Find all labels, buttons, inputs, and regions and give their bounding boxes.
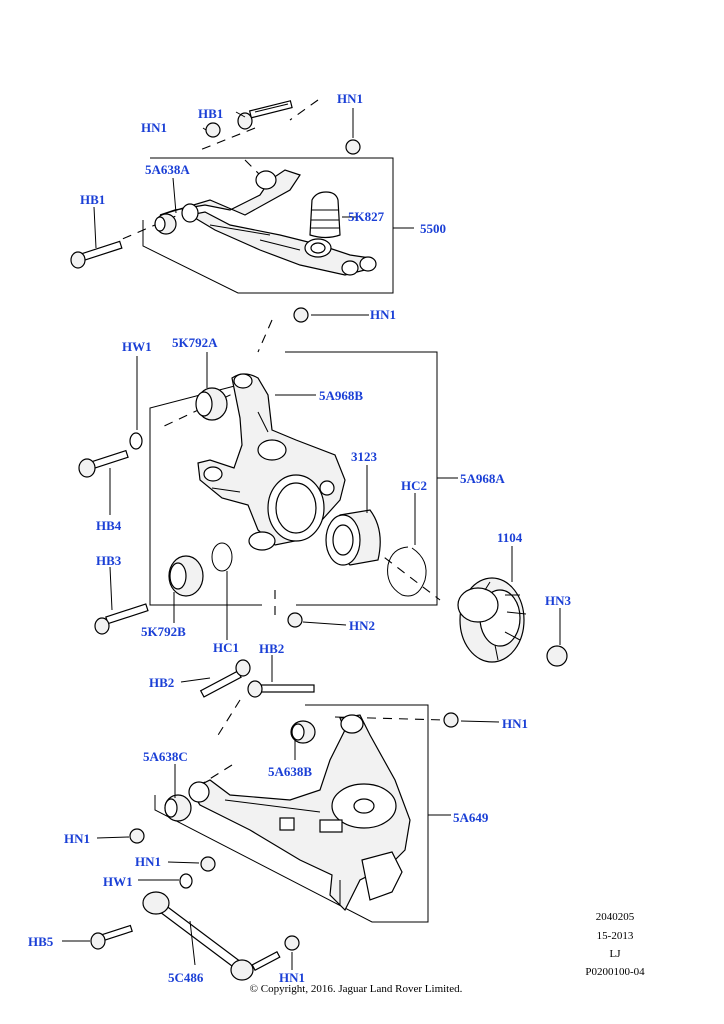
- label-hb1-a: HB1: [198, 106, 223, 121]
- label-5k827: 5K827: [348, 209, 385, 224]
- label-hn1-g: HN1: [279, 970, 305, 985]
- label-3123: 3123: [351, 449, 378, 464]
- label-hb4: HB4: [96, 518, 122, 533]
- label-5500: 5500: [420, 221, 446, 236]
- label-hb3: HB3: [96, 553, 122, 568]
- bolt-hb5: [90, 924, 133, 950]
- nut-hn1-lower-left: [129, 828, 145, 844]
- nut-hn1-top-right: [345, 139, 361, 155]
- bearing-3123: [325, 509, 381, 566]
- circlip-hc1: [211, 542, 233, 572]
- label-hn3: HN3: [545, 593, 572, 608]
- label-hn1-f: HN1: [135, 854, 161, 869]
- nut-hn1-lower-right: [443, 712, 459, 728]
- nut-hn1-knuckle: [293, 307, 309, 323]
- knuckle-5a968b: [197, 373, 346, 551]
- label-5a968b: 5A968B: [319, 388, 363, 403]
- reference-block: 2040205 15-2013 LJ P0200100-04: [585, 911, 645, 978]
- label-5a649: 5A649: [453, 810, 489, 825]
- bushing-5k792a: [195, 387, 228, 421]
- label-5c486: 5C486: [168, 970, 204, 985]
- label-hn1-e: HN1: [64, 831, 90, 846]
- label-5a968a: 5A968A: [460, 471, 505, 486]
- bushing-5k792b: [168, 555, 204, 597]
- bolt-hb1-top: [237, 100, 293, 130]
- ref-line-2: 15-2013: [597, 930, 634, 942]
- copyright-notice: © Copyright, 2016. Jaguar Land Rover Lim…: [250, 983, 463, 995]
- bushing-5a638c: [164, 794, 192, 822]
- bolt-hb4: [78, 449, 129, 478]
- ref-line-1: 2040205: [596, 911, 635, 923]
- ref-line-4: P0200100-04: [585, 966, 645, 978]
- ref-line-3: LJ: [610, 948, 622, 960]
- circlip-hc2: [387, 546, 427, 597]
- lower-control-arm-5a649: [188, 714, 411, 912]
- bolt-hb2-right: [247, 680, 315, 698]
- knuckle-group: [78, 307, 568, 667]
- nut-hn3: [546, 645, 568, 667]
- washer-hw1-top: [129, 432, 143, 450]
- label-hw1-b: HW1: [103, 874, 133, 889]
- label-hn1-a: HN1: [141, 120, 167, 135]
- label-hn2: HN2: [349, 618, 375, 633]
- label-hb2-a: HB2: [149, 675, 174, 690]
- label-hc2: HC2: [401, 478, 427, 493]
- label-1104: 1104: [497, 530, 523, 545]
- tie-rod-5c486: [142, 891, 281, 981]
- label-5a638c: 5A638C: [143, 749, 188, 764]
- callout-labels: HN1 HB1 HN1 5A638A HB1 5K827 5500 HN1 HW…: [28, 91, 572, 985]
- label-5k792b: 5K792B: [141, 624, 186, 639]
- bushing-5a638a: [154, 213, 177, 235]
- lower-arm-group: [62, 655, 500, 981]
- bushing-5a638b: [290, 720, 316, 744]
- label-hn1-c: HN1: [370, 307, 396, 322]
- bolt-hb1-left: [70, 240, 123, 269]
- bolt-hb2-left: [199, 659, 251, 698]
- label-hc1: HC1: [213, 640, 239, 655]
- nut-hn1-tierod-bottom: [284, 935, 300, 951]
- label-5a638a: 5A638A: [145, 162, 190, 177]
- hub-1104: [457, 577, 527, 663]
- washer-hw1-bottom: [179, 873, 193, 889]
- label-hb2-b: HB2: [259, 641, 284, 656]
- upper-arm-group: [70, 99, 414, 294]
- label-hn1-b: HN1: [337, 91, 363, 106]
- nut-hn1-top-left: [205, 122, 221, 138]
- label-hw1-a: HW1: [122, 339, 152, 354]
- nut-hn1-tierod-top: [200, 856, 216, 872]
- label-hb5: HB5: [28, 934, 54, 949]
- bolt-hb3: [94, 603, 149, 635]
- bump-stop-5k827: [309, 191, 341, 239]
- upper-control-arm: [159, 169, 377, 276]
- label-hn1-d: HN1: [502, 716, 528, 731]
- label-5k792a: 5K792A: [172, 335, 218, 350]
- label-hb1-b: HB1: [80, 192, 105, 207]
- nut-hn2: [287, 612, 303, 628]
- label-5a638b: 5A638B: [268, 764, 312, 779]
